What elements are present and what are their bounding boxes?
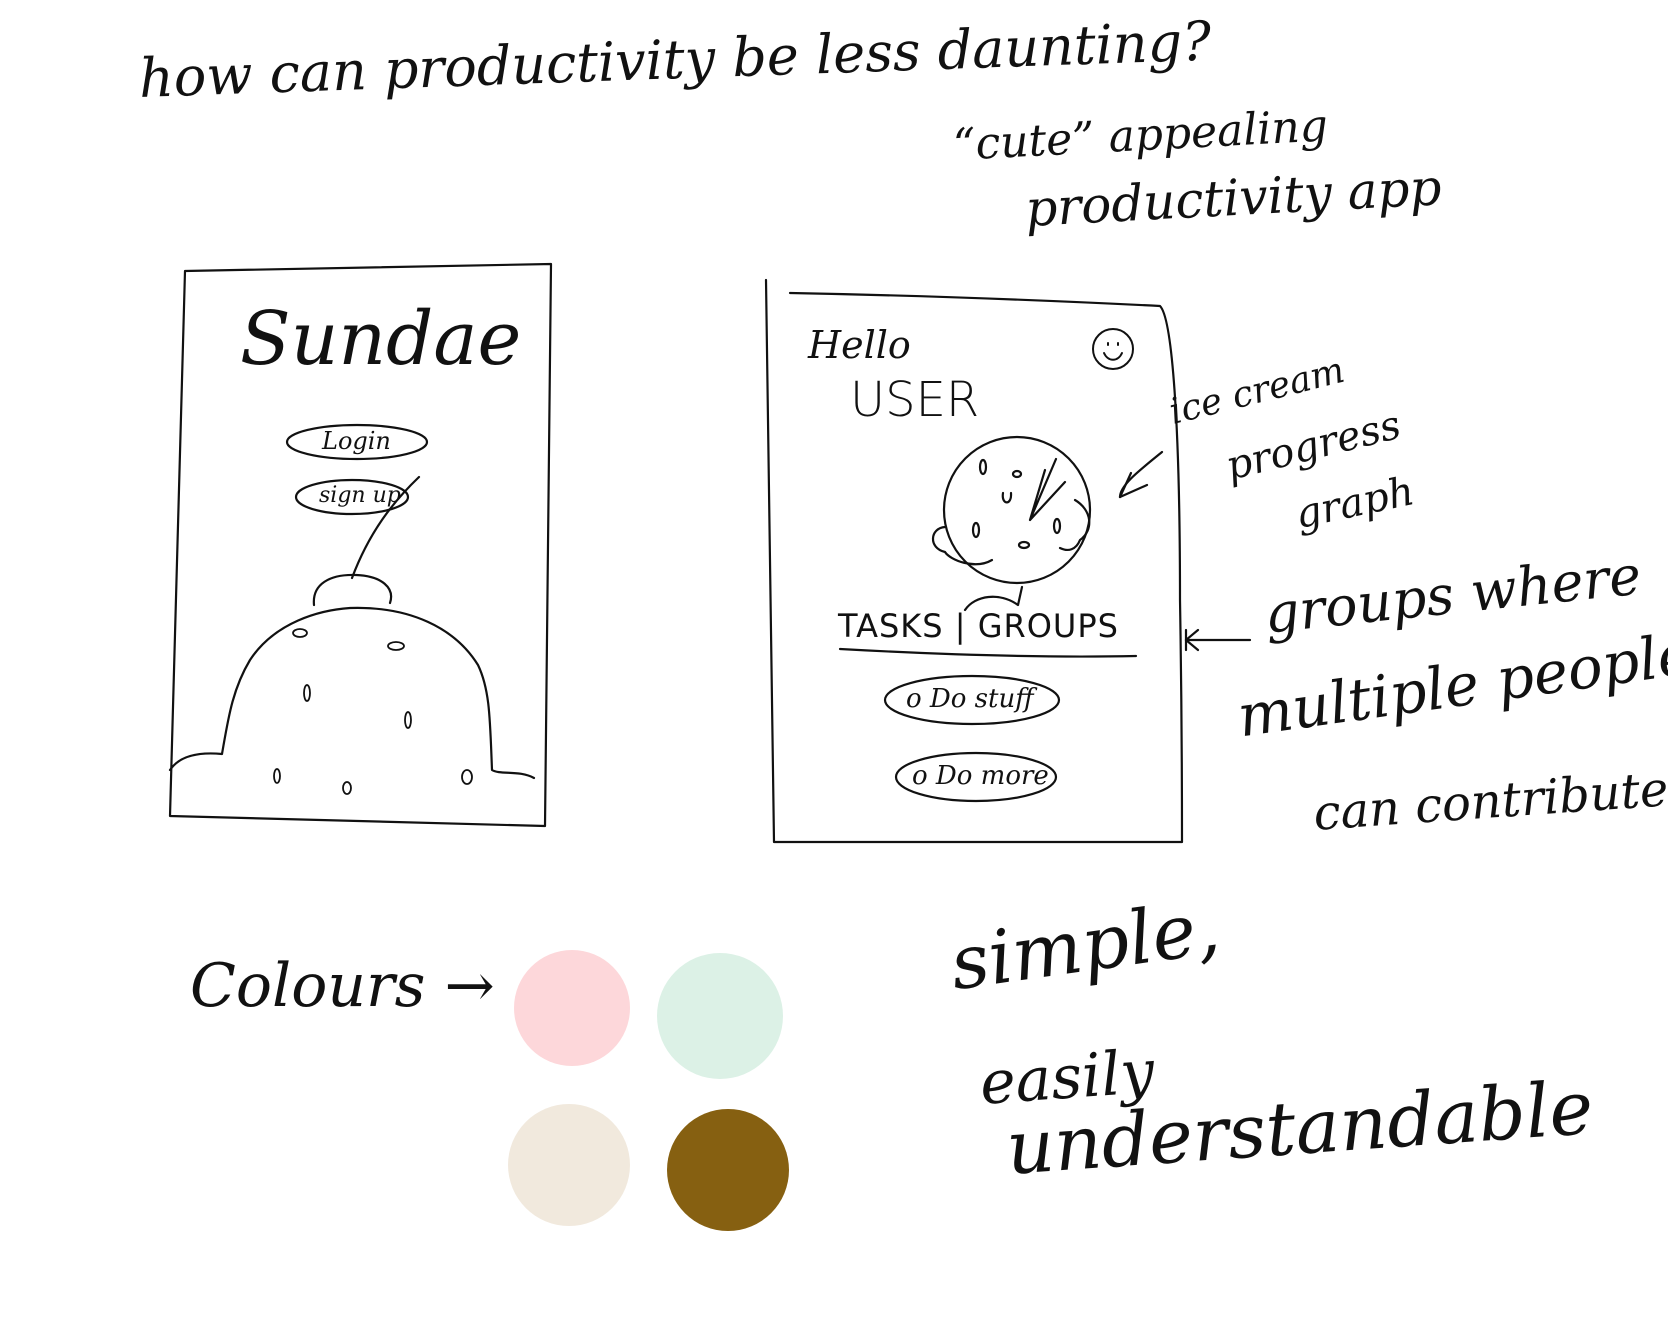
arrow-icon [1118, 450, 1164, 499]
cherry-icon [312, 475, 421, 607]
home-screen-frame [764, 278, 1184, 844]
tab-swap-arrow [963, 585, 1024, 612]
login-button[interactable]: Login [322, 427, 391, 455]
swatch-brown [667, 1109, 789, 1231]
signup-button[interactable]: sign up [319, 483, 401, 508]
user-label: USER [850, 372, 980, 428]
signup-button-outline [294, 478, 410, 516]
colours-label: Colours → [190, 951, 495, 1021]
smiley-icon [1092, 328, 1134, 370]
ice-cream-progress-graph [931, 435, 1092, 585]
app-name: Sundae [240, 296, 522, 382]
sprinkles [273, 628, 473, 795]
swatch-pink [514, 950, 630, 1066]
task-1[interactable]: o Do stuff [906, 684, 1034, 714]
swatch-cream [508, 1104, 630, 1226]
greeting-text: Hello [808, 323, 911, 367]
tabs-label[interactable]: TASKS | GROUPS [838, 607, 1119, 645]
login-screen-frame [168, 262, 553, 828]
groups-arrow [1184, 628, 1252, 652]
task-2-outline [894, 751, 1058, 803]
swatch-mint [657, 953, 783, 1079]
tabs-underline [838, 647, 1138, 658]
ice-cream-mound [168, 606, 536, 780]
task-1-outline [883, 674, 1061, 726]
login-button-outline [285, 423, 429, 461]
task-2[interactable]: o Do more [912, 761, 1049, 791]
